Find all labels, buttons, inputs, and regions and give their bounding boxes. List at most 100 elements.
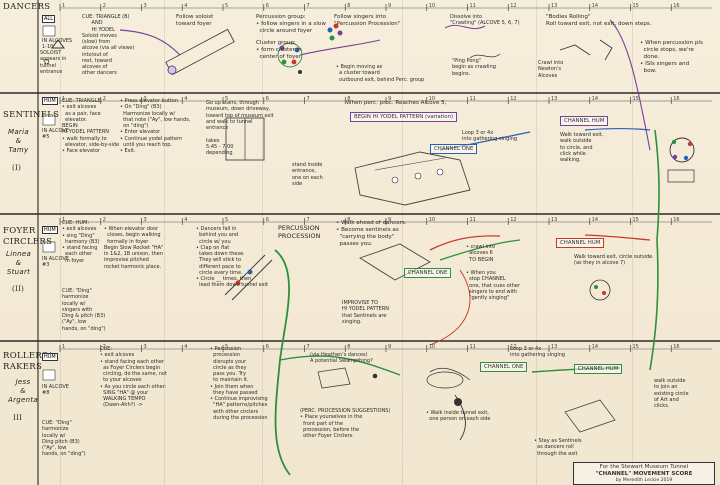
ruler-number: 7: [307, 3, 310, 9]
svg-text:Ω: Ω: [44, 58, 50, 66]
ruler-number: 8: [347, 344, 350, 350]
ruler-number: 15: [633, 3, 639, 9]
role-alcoves-sentinels: IN ALCOVE #5: [42, 128, 69, 141]
rollers-note-swampthing: (via Heathen's dances) A potential Swamp…: [310, 352, 373, 365]
role-alcoves-rollers: IN ALCOVE #8: [42, 384, 69, 397]
foyer-note-walk-circle: Walk toward exit, circle outside. (as th…: [574, 254, 654, 267]
rollers-note-cue-ding: CUE: "Ding" harmonize locally w/ Ding pi…: [42, 420, 86, 458]
sentinels-note-walk-exit: Walk toward exit, walk outside to circle…: [560, 132, 604, 163]
role-tag-hum-sentinels: HUM: [42, 97, 58, 105]
procession-sketch: [224, 254, 273, 301]
ruler-number: 1: [62, 96, 65, 102]
rollers-cue-channel-one: CHANNEL ONE: [480, 362, 528, 372]
ruler-number: 14: [592, 3, 598, 9]
flow-line-red: [429, 235, 501, 251]
credit-line-1: For the Stewart Museum Tunnel: [599, 464, 689, 470]
foyer-note-elevator-door: • When elevator door closes, begin walki…: [104, 226, 164, 270]
ruler-number: 7: [307, 344, 310, 350]
ruler-number: 9: [388, 217, 391, 223]
foyer-note-cue-ding: CUE: "Ding" harmonize locally w/ singers…: [62, 288, 106, 332]
lane-title-sentinels: SENTINELS: [3, 110, 60, 120]
lane-roman-foyer-circlers: (II): [12, 285, 25, 293]
flow-line-green: [439, 239, 521, 261]
ruler-number: 14: [592, 344, 598, 350]
ruler-number: 10: [429, 96, 435, 102]
flow-line-green: [649, 239, 659, 371]
ruler-number: 15: [633, 344, 639, 350]
ruler-number: 12: [510, 344, 516, 350]
dancers-note-dissolve: Dissolve into "Crawling" (ALCOVE 5, 6, 7…: [450, 14, 520, 27]
cue-path-purple: [119, 29, 181, 56]
ruler-number: 4: [184, 3, 187, 9]
foyer-note-percussion-procession: PERCUSSION PROCESSION: [278, 224, 321, 241]
ruler-number: 3: [144, 96, 147, 102]
lane-performers-foyer-circlers: Linnea & Stuart: [6, 250, 32, 277]
ruler-number: 3: [144, 344, 147, 350]
crawling-sketch: [444, 24, 613, 61]
ruler-number: 9: [388, 96, 391, 102]
sentinels-note-elevator: • Press elevator button • On "Ding" (B3)…: [120, 98, 191, 154]
ruler-number: 3: [144, 217, 147, 223]
flow-line-blue: [584, 127, 651, 131]
role-alcoves-dancers: IN ALCOVES 1-10: [42, 38, 73, 51]
ruler-number: 7: [307, 217, 310, 223]
ruler-number: 1: [62, 344, 65, 350]
ruler-number: 11: [470, 344, 476, 350]
ruler-number: 5: [225, 217, 228, 223]
dancers-note-percussion-group: Percussion group: • follow singers in a …: [256, 14, 326, 34]
foyer-note-dancers-fall: • Dancers fall in behind you and circle …: [196, 226, 269, 289]
ruler-number: 8: [347, 96, 350, 102]
sentinels-note-stairs: Go up stairs, through museum, down drive…: [206, 100, 274, 156]
column-guide: [536, 0, 537, 485]
ruler-number: 5: [225, 344, 228, 350]
foyer-note-improvise: IMPROVISE TO HI YODEL PATTERN that Senti…: [342, 300, 390, 325]
ruler-number: 9: [388, 3, 391, 9]
foyer-note-crawl-alcoves: • crawl into alcoves 6 TO BEGIN: [466, 244, 496, 263]
tunnel-sketch: [165, 28, 235, 76]
cue-path-purple: [609, 19, 651, 151]
flow-line-green: [654, 129, 660, 241]
column-guide: [262, 0, 263, 485]
rollers-note-walk-outside: walk outside to join an existing circle …: [654, 378, 689, 409]
credit-line-3: by Meredith Leckie 2019: [615, 478, 673, 483]
dancers-note-follow-soloist: Follow soloist toward foyer: [176, 14, 214, 27]
ruler-number: 3: [144, 3, 147, 9]
foyer-cue-channel-one: CHANNEL ONE: [404, 268, 452, 278]
cluster-sketch: [327, 23, 343, 41]
ruler-number: 14: [592, 217, 598, 223]
sentinels-cue-channel-one: CHANNEL ONE: [430, 144, 478, 154]
flow-line-red: [429, 269, 471, 346]
ruler-number: 8: [347, 217, 350, 223]
ruler-number: 16: [673, 3, 679, 9]
ruler-number: 2: [103, 344, 106, 350]
dancers-note-ping-pong: "Ping Pong" begin as crawling begins.: [452, 58, 496, 77]
ruler-number: 15: [633, 96, 639, 102]
ruler-number: 4: [184, 217, 187, 223]
ruler-number: 2: [103, 217, 106, 223]
dancers-note-crawl-alcoves: Crawl into Newton's Alcoves: [538, 60, 564, 79]
ruler-number: 13: [551, 344, 557, 350]
cue-path-purple: [299, 39, 381, 56]
ruler-number: 13: [551, 96, 557, 102]
ruler-number: 10: [429, 344, 435, 350]
dancers-note-begin-moving: • Begin moving as a cluster toward outbo…: [336, 64, 425, 83]
sentinels-cue-yodel: BEGIN HI YODEL PATTERN (variation): [350, 112, 458, 122]
sentinels-note-cue-triangle: CUE: TRIANGLE: • exit alcoves as a pair,…: [62, 98, 120, 154]
ruler-number: 8: [347, 3, 350, 9]
ruler-number: 10: [429, 217, 435, 223]
lane-performers-rollers: Jess & Argenta: [8, 378, 38, 405]
sentinels-note-perc-reaches: When perc. proc. Reaches Alcove 5,: [346, 100, 447, 106]
rollers-note-stay-sentinels: • Stay as Sentinels as dancers roll thro…: [534, 438, 582, 457]
rollers-note-walk-inside: • Walk inside tunnel exit, one person on…: [426, 410, 491, 423]
credit-line-2: "CHANNEL" MOVEMENT SCORE: [595, 471, 693, 477]
ruler-number: 16: [673, 96, 679, 102]
rollers-note-perc-suggestions: (PERC. PROCESSION SUGGESTIONS) • Place y…: [300, 408, 391, 439]
ruler-number: 13: [551, 217, 557, 223]
lane-title-dancers: DANCERS: [3, 2, 51, 12]
foyer-cue-channel-hum: CHANNEL HUM: [556, 238, 605, 248]
foyer-note-when-you-stop: • When you stop CHANNEL one, that cues o…: [466, 270, 520, 301]
ruler-number: 13: [551, 3, 557, 9]
